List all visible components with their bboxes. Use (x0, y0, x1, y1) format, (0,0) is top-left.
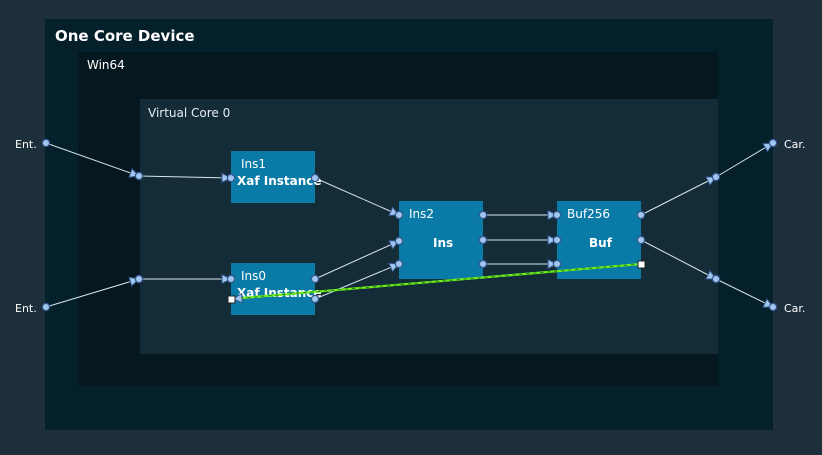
external-input-label: Ent. (15, 138, 37, 151)
node-id-label: Buf256 (567, 207, 610, 221)
node-type-label: Xaf Instance (237, 174, 322, 188)
arrow-head-icon (547, 258, 559, 270)
external-output-label: Car. (784, 302, 806, 315)
port-dot[interactable] (478, 259, 488, 269)
port-dot[interactable] (310, 173, 320, 183)
connection-line[interactable] (715, 142, 774, 178)
connection-line[interactable] (314, 177, 400, 216)
selection-handle[interactable] (227, 295, 236, 304)
port-dot[interactable] (552, 235, 562, 245)
node-ins1[interactable]: Ins1 Xaf Instance (231, 151, 322, 203)
port-dot[interactable] (41, 138, 51, 148)
connection-line[interactable] (640, 176, 717, 216)
connection-line[interactable] (314, 263, 400, 300)
node-type-label: Buf (589, 236, 612, 250)
connection-line[interactable] (640, 239, 717, 280)
port-dot[interactable] (394, 236, 404, 246)
selection-handle[interactable] (637, 260, 646, 269)
connection-line[interactable] (715, 278, 774, 308)
port-dot[interactable] (768, 302, 778, 312)
port-dot[interactable] (310, 274, 320, 284)
selected-connection-dash (230, 263, 642, 300)
node-id-label: Ins1 (241, 157, 267, 171)
port-dot[interactable] (768, 138, 778, 148)
external-output-label: Car. (784, 138, 806, 151)
core-title: Virtual Core 0 (148, 106, 231, 120)
platform-title: Win64 (87, 58, 125, 72)
port-dot[interactable] (478, 235, 488, 245)
port-dot[interactable] (636, 210, 646, 220)
node-ins2[interactable]: Ins2 Ins (399, 201, 483, 279)
port-dot[interactable] (394, 259, 404, 269)
connection-line[interactable] (45, 142, 140, 177)
arrow-head-icon (547, 234, 559, 246)
node-id-label: Ins0 (241, 269, 267, 283)
connection-line[interactable] (45, 278, 140, 308)
port-dot[interactable] (478, 210, 488, 220)
arrow-head-icon (221, 273, 233, 285)
port-dot[interactable] (636, 235, 646, 245)
arrow-head-icon (231, 292, 243, 304)
port-dot[interactable] (552, 210, 562, 220)
port-dot[interactable] (226, 274, 236, 284)
port-dot[interactable] (310, 294, 320, 304)
port-dot[interactable] (711, 172, 721, 182)
connection-line[interactable] (314, 240, 400, 280)
arrow-head-icon (547, 209, 559, 221)
node-id-label: Ins2 (409, 207, 435, 221)
device-title: One Core Device (55, 27, 195, 45)
connection-line[interactable] (138, 175, 232, 179)
port-dot[interactable] (394, 210, 404, 220)
arrow-head-icon (221, 172, 233, 184)
external-input-label: Ent. (15, 302, 37, 315)
port-dot[interactable] (226, 173, 236, 183)
port-dot[interactable] (134, 274, 144, 284)
port-dot[interactable] (552, 259, 562, 269)
port-dot[interactable] (41, 302, 51, 312)
port-dot[interactable] (134, 171, 144, 181)
node-type-label: Ins (433, 236, 454, 250)
port-dot[interactable] (711, 274, 721, 284)
